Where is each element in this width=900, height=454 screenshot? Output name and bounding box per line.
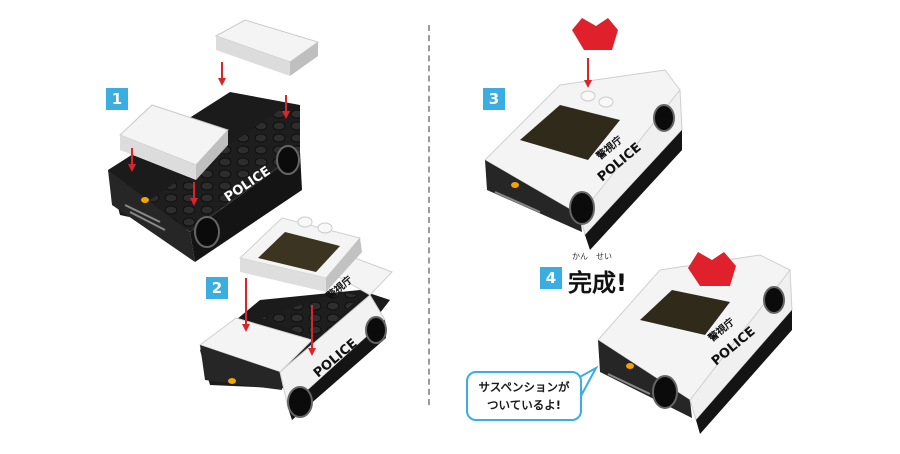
complete-label: 完成! bbox=[568, 269, 627, 297]
step-badge-2: 2 bbox=[206, 277, 228, 299]
siren-icon bbox=[688, 252, 736, 286]
wheel-icon bbox=[194, 216, 220, 248]
siren-icon bbox=[572, 18, 618, 50]
step-badge-3: 3 bbox=[483, 88, 505, 110]
step3-car: POLICE 警視庁 bbox=[484, 18, 683, 250]
step-badge-4: 4 bbox=[540, 267, 562, 289]
step2-car: POLICE 警視庁 bbox=[198, 216, 393, 420]
step-badge-1: 1 bbox=[106, 88, 128, 110]
ruby-kan: かん bbox=[572, 252, 588, 261]
bubble-line-2: ついているよ! bbox=[487, 398, 561, 412]
step4-car: POLICE 警視庁 bbox=[597, 252, 793, 434]
headlight-icon bbox=[141, 197, 149, 203]
speech-bubble: サスペンションが ついているよ! bbox=[466, 371, 582, 421]
step1-car: POLICE bbox=[108, 19, 320, 262]
ruby-sei: せい bbox=[596, 252, 612, 261]
bubble-line-1: サスペンションが bbox=[478, 380, 570, 394]
step-divider bbox=[428, 25, 430, 405]
